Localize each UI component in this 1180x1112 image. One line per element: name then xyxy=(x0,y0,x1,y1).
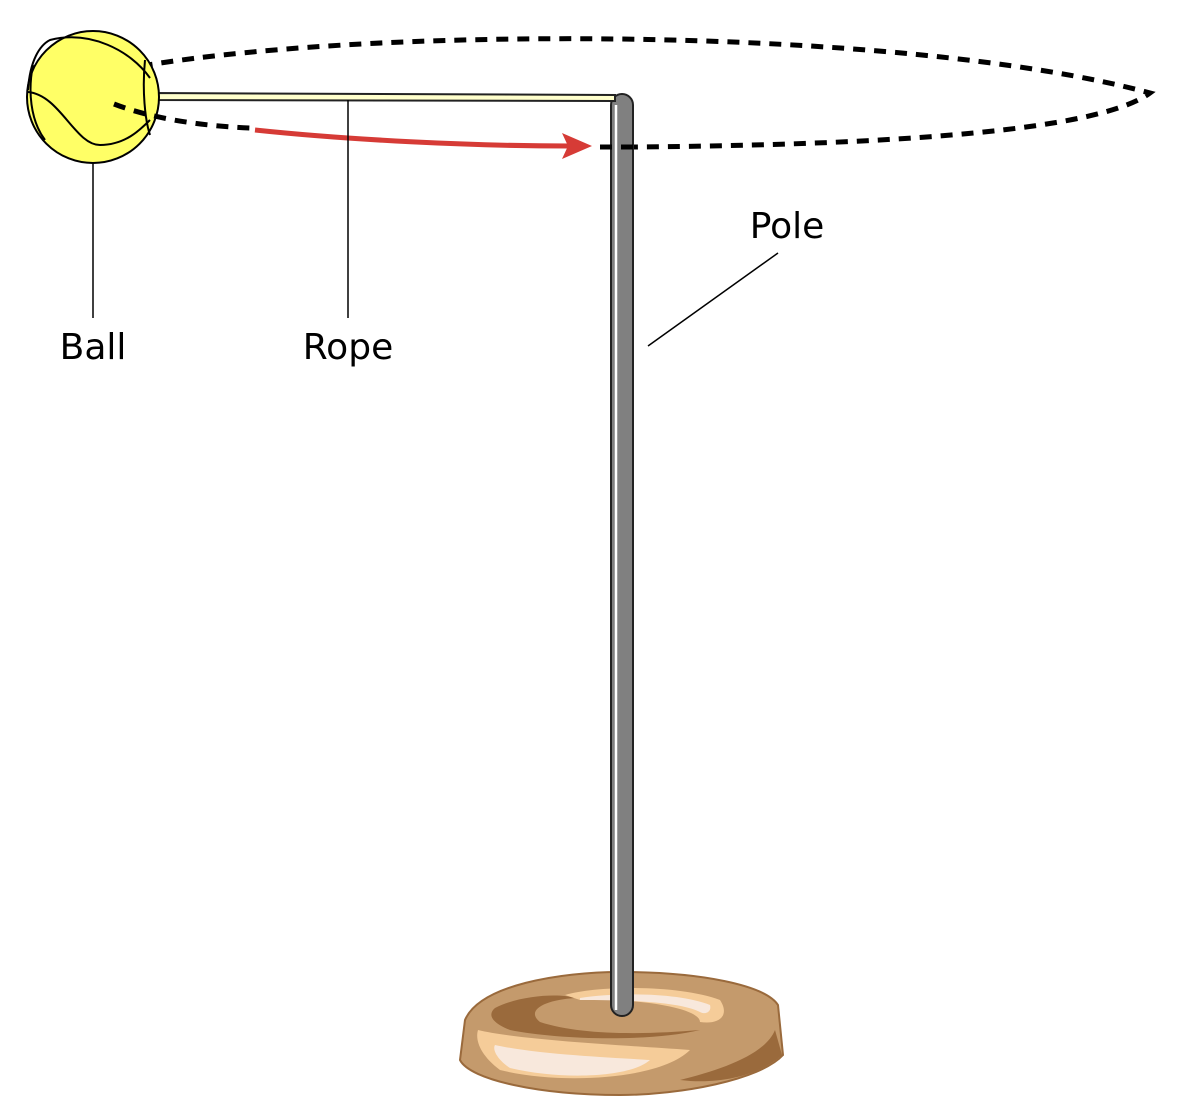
rope xyxy=(149,91,616,103)
ball xyxy=(26,30,160,164)
pole-leader-line xyxy=(647,252,779,347)
rotation-arrow xyxy=(254,127,592,159)
rope-label: Rope xyxy=(302,327,394,368)
orbit-path-back xyxy=(119,36,1156,150)
ball-label: Ball xyxy=(59,327,127,368)
pole-label: Pole xyxy=(749,206,825,247)
orbit-path-front-left xyxy=(113,101,251,131)
pole xyxy=(610,93,634,1017)
